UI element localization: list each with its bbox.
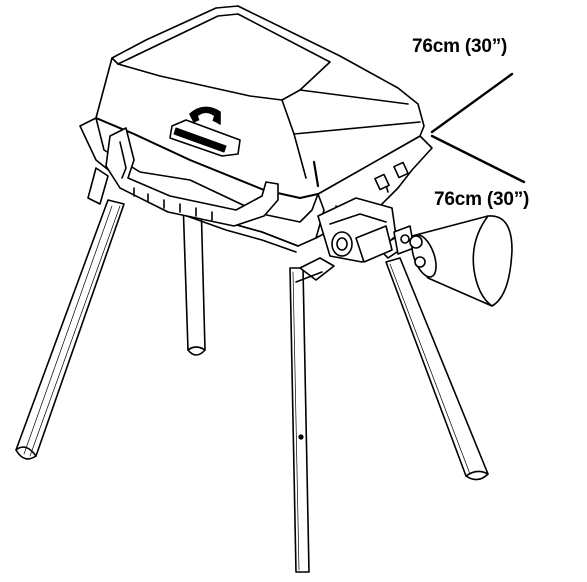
dimension-line-depth (430, 134, 526, 184)
propane-cylinder (409, 215, 513, 307)
lid-logo-badge (169, 106, 241, 157)
stand-leg-front-center (289, 267, 310, 573)
stand-leg-back-left (182, 199, 206, 356)
grill-lid (95, 5, 425, 199)
dimension-label-depth: 76cm (30”) (434, 189, 530, 210)
valve-regulator (317, 197, 415, 263)
dimension-line-width (430, 72, 514, 134)
dimension-label-width: 76cm (30”) (412, 36, 508, 57)
front-handle (105, 127, 279, 227)
stand-leg-front-left (15, 199, 125, 460)
stand-leg-right (385, 257, 489, 481)
dimension-lines (430, 72, 526, 184)
